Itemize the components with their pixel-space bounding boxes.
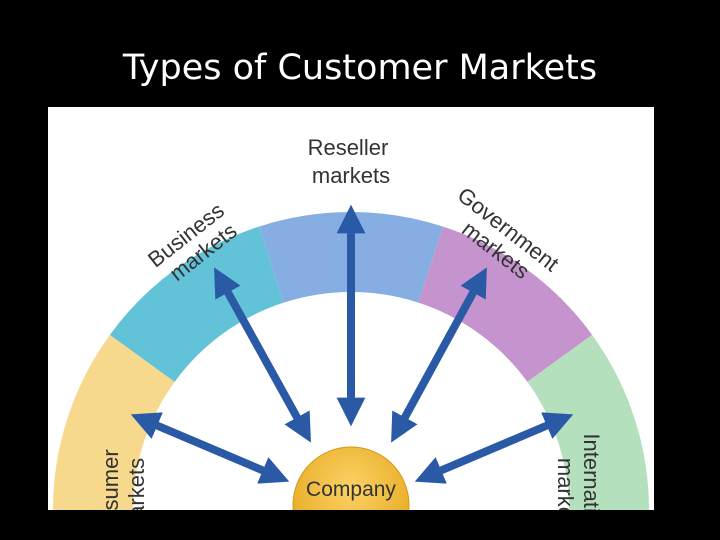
company-label: Company — [306, 478, 396, 501]
customer-markets-diagram: Consumer markets Business markets Resell… — [48, 107, 654, 510]
arrow-international — [414, 412, 574, 484]
arrow-government — [391, 267, 487, 443]
arrow-business — [214, 267, 311, 443]
slide-title: Types of Customer Markets — [122, 48, 598, 88]
segment-business — [109, 226, 284, 382]
diagram-canvas: Consumer markets Business markets Resell… — [53, 135, 649, 510]
segment-international — [527, 334, 649, 510]
segment-consumer — [53, 334, 175, 510]
arrow-consumer — [130, 412, 290, 484]
label-reseller: Reseller markets — [308, 135, 395, 188]
segment-government — [418, 226, 593, 382]
company-circle — [292, 446, 410, 510]
